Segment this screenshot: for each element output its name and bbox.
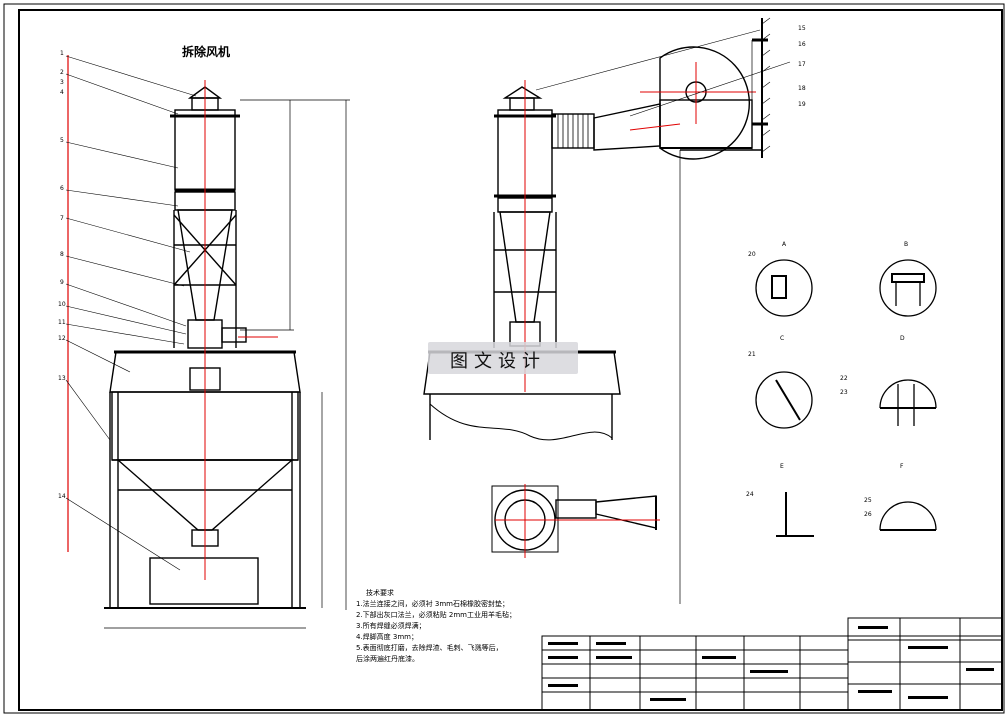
svg-text:8: 8 [60, 251, 64, 258]
svg-text:10: 10 [58, 301, 66, 308]
svg-text:9: 9 [60, 279, 64, 286]
technical-notes-heading: 技术要求 [366, 589, 394, 597]
leader-line [535, 29, 761, 91]
svg-text:18: 18 [798, 85, 806, 92]
svg-text:E: E [780, 463, 784, 470]
svg-text:4: 4 [60, 89, 64, 96]
detail-labels: A B C D E F 20 21 22 23 24 25 26 [746, 241, 908, 518]
center-line [629, 123, 681, 131]
technical-note-line: 5.表面彻底打磨，去除焊渣、毛刺、飞溅等后， [356, 644, 503, 652]
dimension-lines [104, 99, 350, 629]
leader-line [629, 61, 791, 117]
break-line [429, 403, 613, 441]
outer-frame [3, 3, 1005, 714]
svg-text:C: C [780, 335, 784, 342]
svg-text:D: D [900, 335, 905, 342]
svg-text:13: 13 [58, 375, 66, 382]
technical-note-line: 1.法兰连接之间，必须衬 3mm石棉橡胶密封垫； [356, 600, 509, 608]
svg-text:25: 25 [864, 497, 872, 504]
drawing-title: 拆除风机 [182, 45, 231, 59]
svg-text:23: 23 [840, 389, 848, 396]
svg-text:7: 7 [60, 215, 64, 222]
plan-view [491, 485, 657, 553]
svg-text:15: 15 [798, 25, 806, 32]
technical-notes: 技术要求 1.法兰连接之间，必须衬 3mm石棉橡胶密封垫； 2.下部出灰口法兰，… [356, 588, 516, 665]
svg-text:11: 11 [58, 319, 66, 326]
svg-text:20: 20 [748, 251, 756, 258]
watermark: 图文设计 [428, 342, 578, 374]
svg-text:16: 16 [798, 41, 806, 48]
svg-text:14: 14 [58, 493, 66, 500]
svg-text:17: 17 [798, 61, 806, 68]
svg-text:22: 22 [840, 375, 848, 382]
svg-text:5: 5 [60, 137, 64, 144]
leader-lines [65, 55, 197, 571]
detail-views [755, 259, 937, 537]
svg-text:B: B [904, 241, 908, 248]
right-balloon-labels: 15 16 17 18 19 [798, 25, 806, 108]
svg-text:6: 6 [60, 185, 64, 192]
svg-text:12: 12 [58, 335, 66, 342]
technical-note-line: 2.下部出灰口法兰，必须粘贴 2mm工业用羊毛毡； [356, 611, 516, 619]
technical-note-line: 后涂两遍红丹底漆。 [356, 655, 419, 663]
technical-note-line: 3.所有焊缝必须焊满； [356, 622, 426, 630]
side-view [423, 18, 768, 440]
technical-note-line: 4.焊脚高度 3mm； [356, 633, 418, 641]
svg-text:21: 21 [748, 351, 756, 358]
svg-text:F: F [900, 463, 904, 470]
wall-hatch [761, 17, 771, 153]
svg-text:26: 26 [864, 511, 872, 518]
title-block [541, 617, 1003, 711]
svg-text:24: 24 [746, 491, 754, 498]
svg-text:1: 1 [60, 50, 64, 57]
svg-text:2: 2 [60, 69, 64, 76]
inner-frame [18, 9, 1003, 711]
svg-text:19: 19 [798, 101, 806, 108]
svg-text:3: 3 [60, 79, 64, 86]
svg-text:A: A [782, 241, 787, 248]
title-block-fill [548, 626, 994, 701]
watermark-text: 图文设计 [450, 351, 546, 372]
